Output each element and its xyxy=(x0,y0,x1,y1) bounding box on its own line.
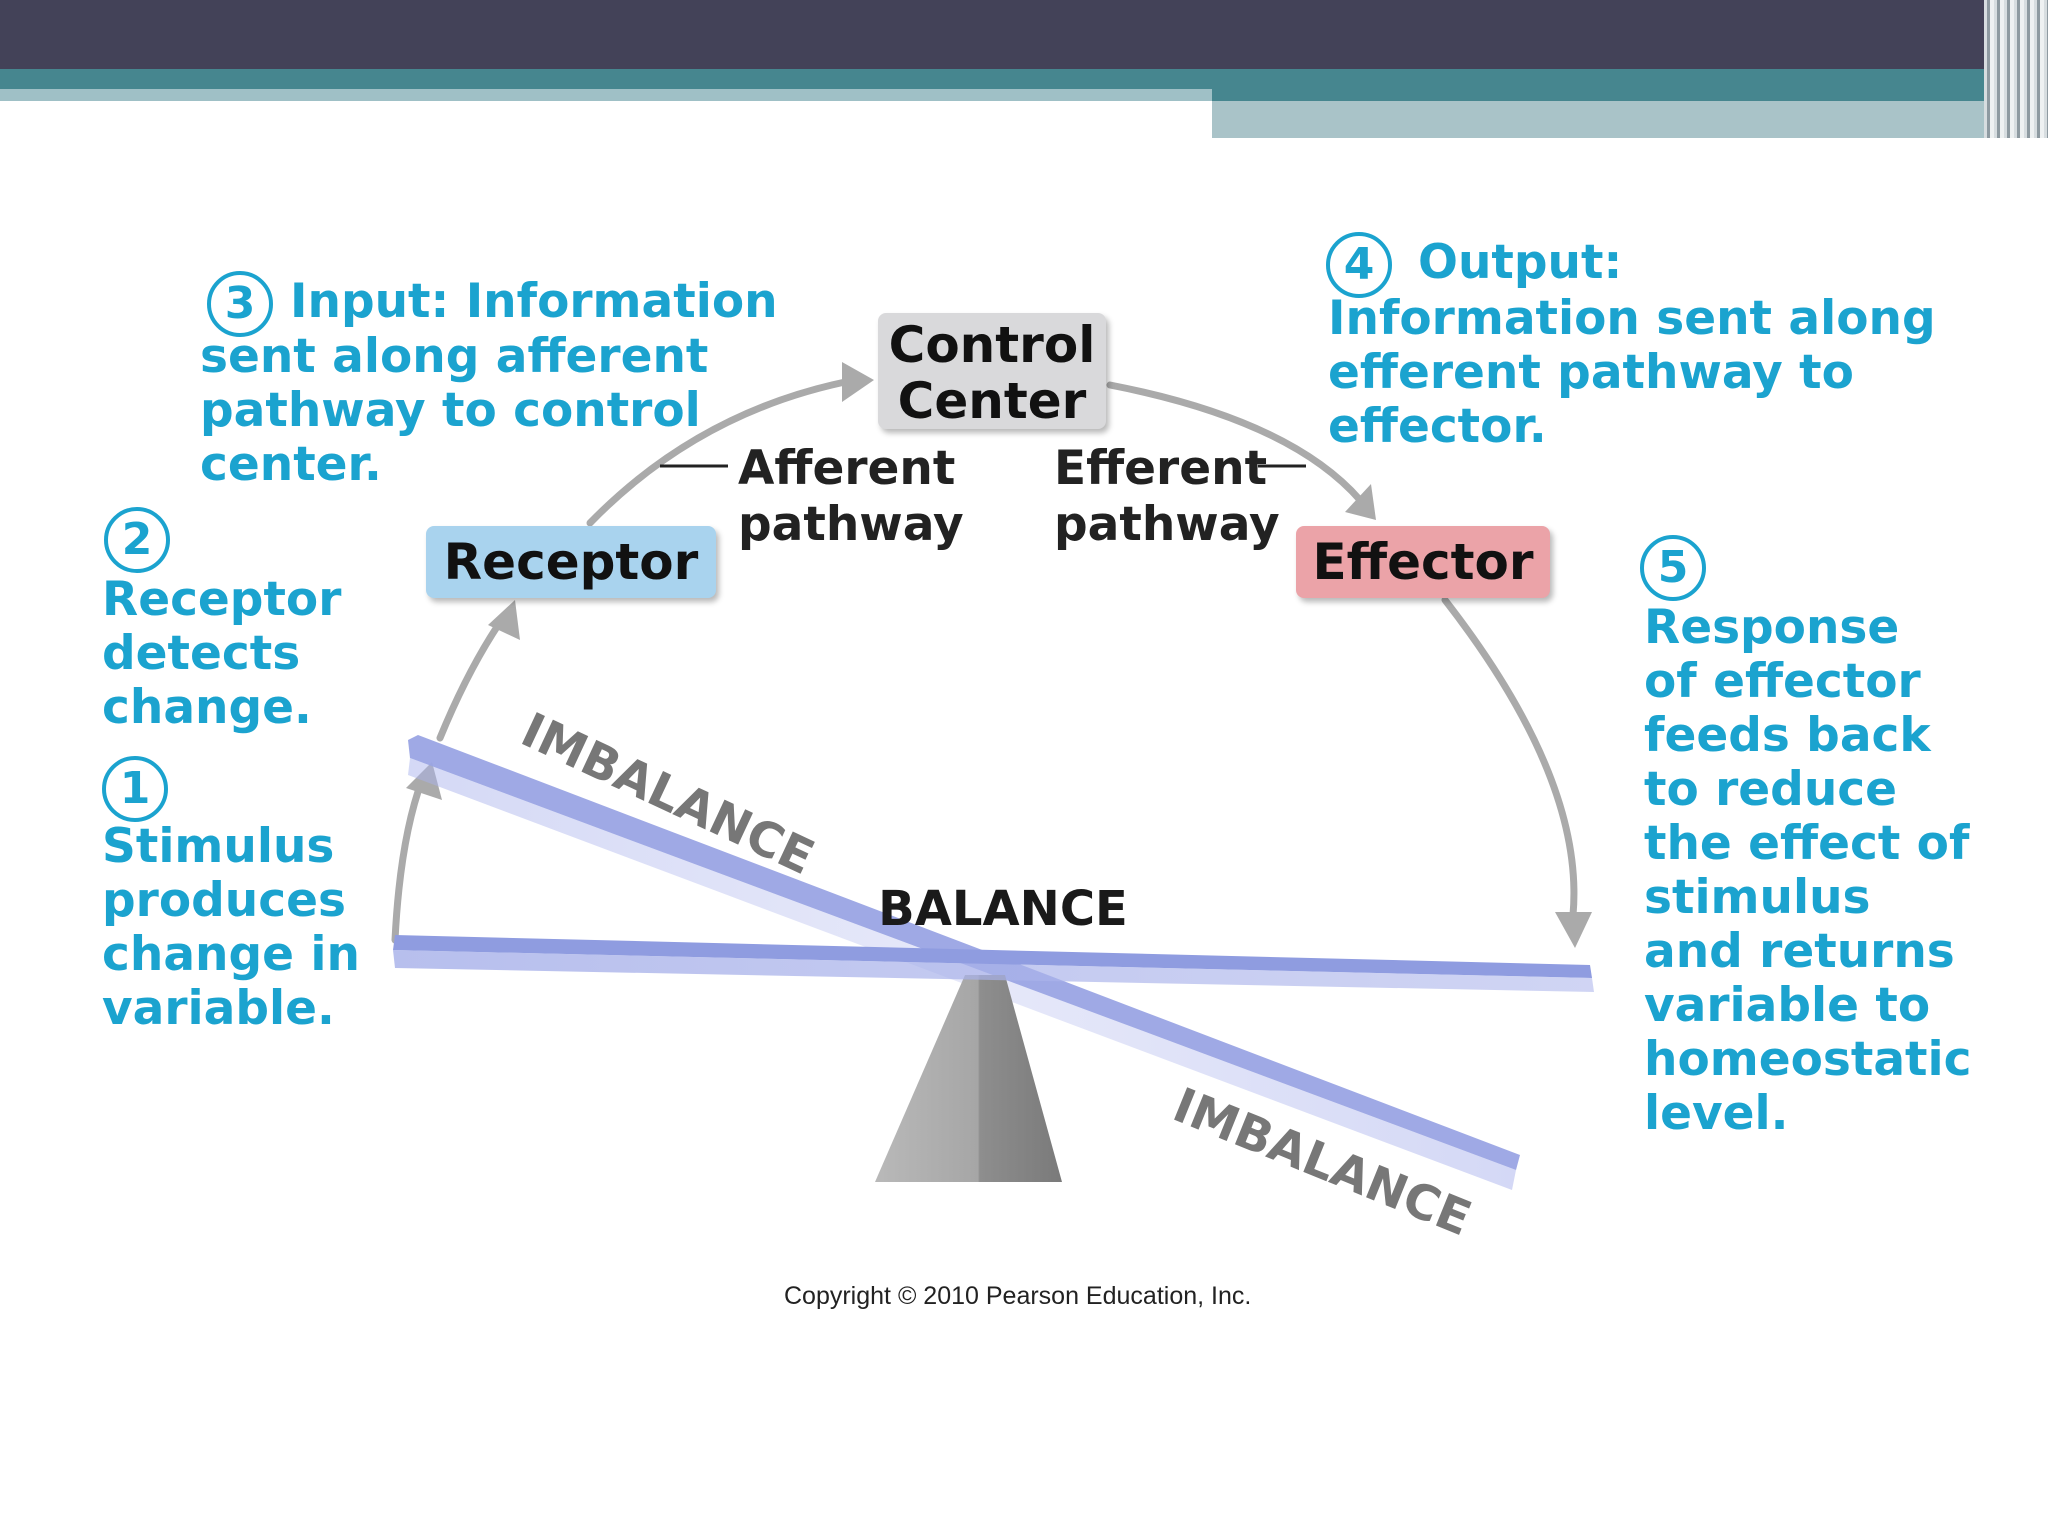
control-center-box: Control Center xyxy=(878,313,1106,429)
balance-beam xyxy=(393,935,1594,992)
step-3-text: sent along afferent pathway to control c… xyxy=(200,329,709,492)
step-3-heading: Input: Information xyxy=(290,274,778,329)
arrow-afferent xyxy=(586,376,859,527)
step-1-text: Stimulus produces change in variable. xyxy=(102,819,360,1036)
step-2-text: Receptor detects change. xyxy=(102,572,342,735)
header-bar-light-left xyxy=(0,89,1212,101)
step-5-text: Response of effector feeds back to reduc… xyxy=(1644,600,1972,1141)
arrow-receptor-rising xyxy=(436,611,509,742)
step-3-number: 3 xyxy=(207,271,273,337)
arrowhead-down xyxy=(1555,912,1592,948)
header-bar-light-right xyxy=(1212,101,2048,138)
step-1-number: 1 xyxy=(102,756,168,822)
header-stripes xyxy=(1984,0,2048,138)
effector-box: Effector xyxy=(1296,526,1550,598)
step-4-heading: Output: xyxy=(1418,235,1623,290)
control-center-line-1: Control xyxy=(888,316,1096,374)
step-4-number: 4 xyxy=(1326,232,1392,298)
afferent-pathway-label: Afferent pathway xyxy=(738,441,964,552)
arrowhead-down-right xyxy=(1345,484,1376,520)
step-4-text: Information sent along efferent pathway … xyxy=(1328,291,1936,454)
arrowhead-right xyxy=(842,362,874,402)
arrow-efferent xyxy=(1106,381,1364,504)
step-5-number: 5 xyxy=(1640,535,1706,601)
efferent-pathway-label: Efferent pathway xyxy=(1054,441,1280,552)
arrowhead-up-2 xyxy=(488,600,520,640)
arrow-response xyxy=(1441,596,1578,919)
fulcrum xyxy=(875,975,1062,1182)
arrow-stimulus-to-receptor xyxy=(391,776,426,944)
step-2-number: 2 xyxy=(104,507,170,573)
control-center-line-2: Center xyxy=(897,372,1087,430)
header-bar-dark xyxy=(0,0,2048,69)
receptor-box: Receptor xyxy=(426,526,716,598)
copyright-notice: Copyright © 2010 Pearson Education, Inc. xyxy=(784,1282,1252,1310)
balance-label: BALANCE xyxy=(878,881,1128,937)
